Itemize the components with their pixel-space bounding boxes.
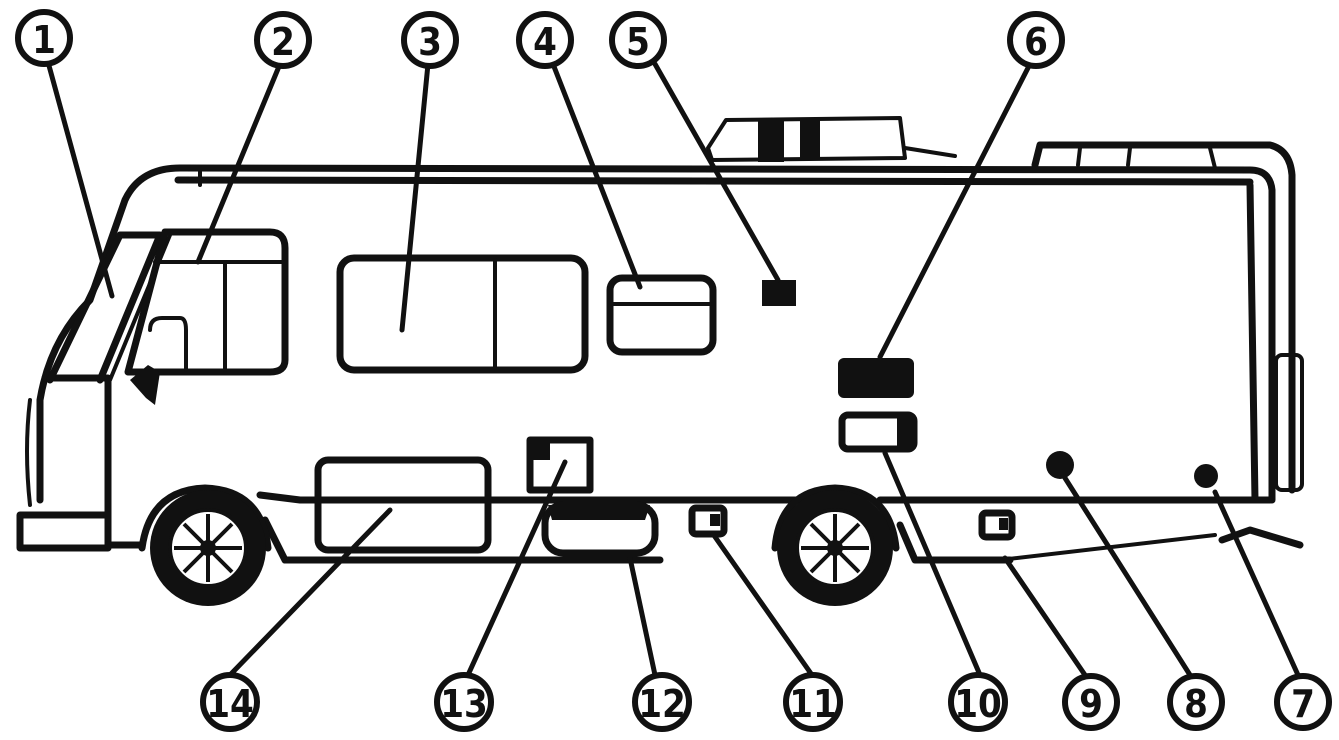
callout-label: 10: [954, 682, 1002, 726]
callout-12: 12: [632, 672, 692, 732]
callout-5: 5: [609, 11, 667, 69]
callout-label: 12: [638, 682, 686, 726]
front-wheel: [138, 484, 272, 606]
callout-4: 4: [516, 11, 574, 69]
callout-14: 14: [200, 672, 260, 732]
lower-skirt: [104, 491, 1274, 564]
storage-compartment: [314, 456, 492, 554]
callout-label: 9: [1079, 682, 1103, 726]
rv-body: [16, 164, 1276, 552]
access-door-9: [978, 509, 1016, 541]
callout-2: 2: [254, 11, 312, 69]
main-side-window: [336, 254, 589, 374]
cab-side-window: [124, 228, 289, 405]
callout-label: 8: [1184, 682, 1208, 726]
callout-13: 13: [434, 672, 494, 732]
rear-ladder-rack: [1031, 141, 1304, 494]
callout-11: 11: [783, 672, 843, 732]
round-fitting-8: [1046, 451, 1074, 479]
callout-label: 5: [626, 20, 650, 64]
callout-10: 10: [948, 672, 1008, 732]
lower-hatch: [838, 411, 918, 453]
callout-label: 6: [1024, 20, 1048, 64]
rear-bumper-step: [998, 526, 1304, 562]
callout-label: 3: [418, 20, 442, 64]
callout-1: 1: [15, 9, 73, 67]
small-side-window: [606, 274, 717, 356]
callout-label: 13: [440, 682, 488, 726]
callout-label: 14: [206, 682, 254, 726]
callout-6: 6: [1007, 11, 1065, 69]
leader-lines: [45, 59, 1301, 678]
upper-hatch: [838, 358, 914, 398]
utility-box: [526, 436, 594, 494]
roof-pod: [706, 116, 957, 162]
rear-wheel: [771, 484, 900, 606]
callout-label: 2: [271, 20, 295, 64]
vent-fixture: [762, 280, 796, 306]
callout-7: 7: [1274, 673, 1332, 731]
round-fitting-7: [1194, 464, 1218, 488]
callout-9: 9: [1062, 673, 1120, 731]
callout-8: 8: [1167, 673, 1225, 731]
callout-3: 3: [401, 11, 459, 69]
tank: [541, 501, 659, 557]
callout-label: 11: [789, 682, 837, 726]
windshield: [46, 231, 172, 384]
callout-label: 1: [32, 18, 56, 62]
callout-label: 7: [1291, 682, 1315, 726]
callout-label: 4: [533, 20, 557, 64]
access-door-11: [688, 504, 728, 538]
